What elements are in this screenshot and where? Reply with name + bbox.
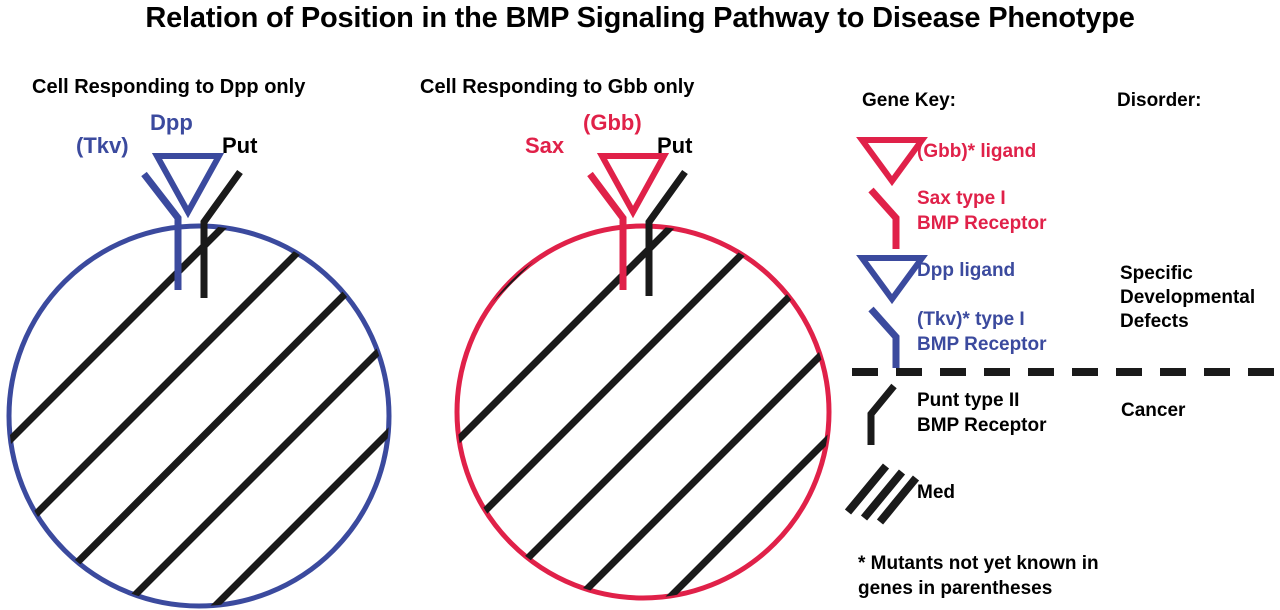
cell-diagram-dpp: [6, 153, 392, 609]
receptor-put-dpp: [200, 169, 243, 298]
legend-label-punt-line1: Punt type II: [917, 390, 1020, 411]
legend-icon-gbb-ligand-triangle: [856, 137, 928, 187]
legend-label-gbb-ligand: (Gbb)* ligand: [917, 141, 1037, 162]
ligand-triangle-dpp: [151, 153, 225, 219]
cell-heading-dpp: Cell Responding to Dpp only: [32, 76, 306, 98]
legend-icon-med-bars: [844, 463, 920, 525]
receptor-label-put-left: Put: [222, 133, 258, 158]
legend-label-dpp-ligand: Dpp ligand: [917, 260, 1016, 281]
cell-heading-gbb: Cell Responding to Gbb only: [420, 76, 695, 98]
disorder-specific-line2: Developmental: [1120, 287, 1256, 308]
gene-key-heading: Gene Key:: [862, 90, 956, 111]
footnote-line2: genes in parentheses: [858, 578, 1053, 599]
figure-title: Relation of Position in the BMP Signalin…: [145, 2, 1135, 34]
disorder-specific-line1: Specific: [1120, 263, 1193, 284]
legend-icon-punt-receptor: [867, 383, 897, 445]
receptor-sax-gbb: [587, 171, 627, 290]
receptor-put-gbb: [645, 169, 688, 296]
receptor-label-tkv: (Tkv): [76, 133, 129, 158]
disorder-specific-line3: Defects: [1120, 311, 1189, 332]
legend-label-sax-line2: BMP Receptor: [917, 213, 1047, 234]
cell-membrane-gbb: [454, 223, 832, 601]
legend-icon-tkv-receptor: [868, 306, 900, 368]
ligand-label-gbb: (Gbb): [583, 110, 642, 135]
cell-membrane-dpp: [6, 223, 392, 609]
legend-label-sax-line1: Sax type I: [917, 188, 1006, 209]
ligand-label-dpp: Dpp: [150, 110, 193, 135]
receptor-tkv-dpp: [141, 171, 182, 290]
legend-label-tkv-line1: (Tkv)* type I: [917, 309, 1025, 330]
legend-label-punt-line2: BMP Receptor: [917, 415, 1047, 436]
disorder-heading: Disorder:: [1117, 90, 1202, 111]
receptor-label-sax: Sax: [525, 133, 565, 158]
legend-icon-dpp-ligand-triangle: [856, 255, 928, 305]
legend-label-tkv-line2: BMP Receptor: [917, 334, 1047, 355]
legend-icon-sax-receptor: [868, 187, 900, 249]
cell-diagram-gbb: [454, 153, 832, 601]
footnote-line1: * Mutants not yet known in: [858, 553, 1099, 574]
disorder-cancer: Cancer: [1121, 400, 1186, 421]
disorder-divider-dashed-line: [852, 368, 1280, 376]
legend-label-med: Med: [917, 482, 955, 503]
ligand-triangle-gbb: [596, 153, 670, 219]
